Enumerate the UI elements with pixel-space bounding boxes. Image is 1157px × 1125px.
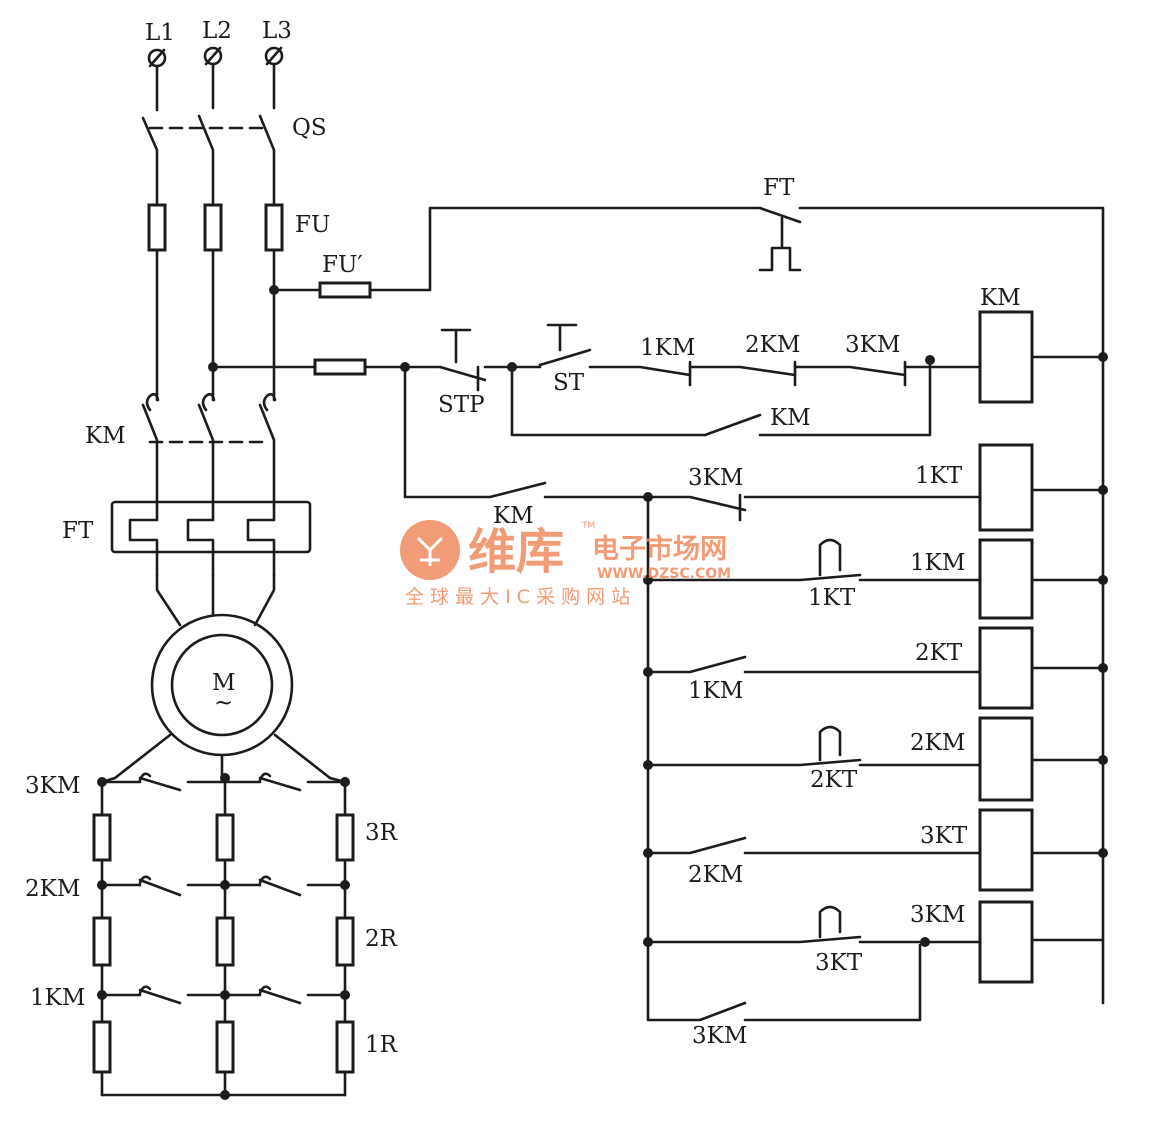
fuse-l2: [203, 203, 223, 252]
label-r3km: 3KM: [25, 773, 80, 799]
watermark-tagline: 电子市场网: [592, 533, 727, 565]
label-coil-3km: 3KM: [910, 902, 965, 928]
label-3km-hold: 3KM: [692, 1023, 747, 1049]
label-coil-2kt: 2KT: [915, 640, 963, 666]
label-l2: L2: [202, 18, 232, 44]
label-3r: 3R: [365, 820, 398, 846]
label-2r: 2R: [365, 926, 398, 952]
watermark: 维库 TM 电子市场网 WWW.DZSC.COM 全 球 最 大 I C 采 购…: [400, 520, 731, 608]
label-l3: L3: [262, 18, 292, 44]
coil-km: [978, 310, 1034, 404]
label-st: ST: [553, 370, 585, 396]
control-circuit: [400, 206, 1108, 1022]
watermark-tm: TM: [581, 521, 595, 531]
label-km-coil: KM: [980, 285, 1021, 311]
coil-2kt: [978, 626, 1034, 710]
label-km-no: KM: [493, 503, 534, 529]
fuse-l3: [264, 203, 284, 252]
label-r2km: 2KM: [25, 876, 80, 902]
coil-1km: [978, 538, 1034, 620]
supply-terminals: [147, 46, 284, 68]
label-motor: M: [212, 670, 236, 696]
label-1km-no: 1KM: [688, 678, 743, 704]
label-2km-no: 2KM: [688, 862, 743, 888]
coil-1kt: [978, 443, 1034, 532]
label-1kt: 1KT: [808, 585, 856, 611]
label-c1km: 1KM: [640, 335, 695, 361]
label-2kt: 2KT: [810, 767, 858, 793]
label-qs: QS: [292, 115, 327, 141]
rotor-resistor-ladder: [92, 772, 355, 1100]
watermark-slogan: 全 球 最 大 I C 采 购 网 站: [405, 586, 630, 608]
label-r1km: 1KM: [30, 985, 85, 1011]
fuse-l1: [147, 203, 167, 252]
label-stp: STP: [438, 392, 485, 418]
label-coil-3kt: 3KT: [920, 823, 968, 849]
logo-icon: [400, 520, 460, 580]
power-circuit: [92, 46, 762, 1100]
coil-3km: [978, 900, 1034, 984]
label-km-main: KM: [85, 423, 126, 449]
label-1r: 1R: [365, 1032, 398, 1058]
label-c3km: 3KM: [845, 332, 900, 358]
label-ft-main: FT: [62, 518, 94, 544]
label-coil-1kt: 1KT: [915, 463, 963, 489]
watermark-brand: 维库: [468, 524, 564, 580]
label-3km-nc: 3KM: [688, 465, 743, 491]
label-ft-ctrl: FT: [763, 175, 795, 201]
label-c2km: 2KM: [745, 332, 800, 358]
thermal-relay-ft: [110, 500, 312, 554]
label-coil-1km: 1KM: [910, 550, 965, 576]
label-coil-2km: 2KM: [910, 730, 965, 756]
coil-2km: [978, 716, 1034, 802]
labels: L1 L2 L3 QS FU FU′ KM FT M ~ 3KM 2KM 1KM…: [25, 18, 1021, 1058]
label-motor-tilde: ~: [214, 690, 233, 716]
label-km-hold: KM: [770, 405, 811, 431]
label-l1: L1: [145, 20, 175, 46]
label-fu: FU: [295, 212, 330, 238]
label-fu-prime: FU′: [322, 252, 363, 278]
watermark-url: WWW.DZSC.COM: [597, 566, 731, 582]
label-3kt: 3KT: [815, 950, 863, 976]
coil-3kt: [978, 808, 1034, 892]
